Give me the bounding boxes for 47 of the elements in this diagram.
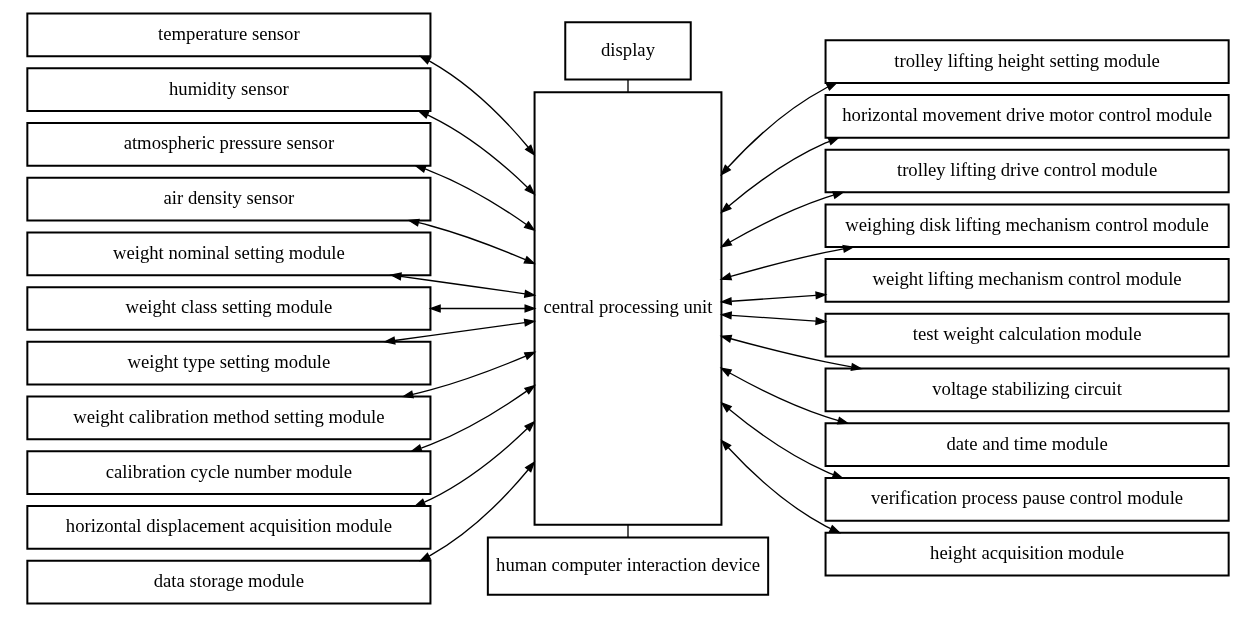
arrow bbox=[719, 367, 849, 425]
arrow bbox=[418, 55, 535, 157]
arrow bbox=[428, 304, 536, 313]
arrow bbox=[719, 334, 863, 371]
node-box: horizontal movement drive motor control module bbox=[824, 93, 1230, 139]
arrow bbox=[409, 384, 536, 453]
arrow bbox=[719, 401, 844, 479]
arrow bbox=[382, 318, 536, 345]
node-box: horizontal displacement acquisition module bbox=[25, 505, 431, 550]
node-box: display bbox=[563, 21, 692, 81]
node-box: height acquisition module bbox=[824, 531, 1230, 577]
node-box: human computer interaction device bbox=[486, 536, 769, 596]
arrow bbox=[719, 137, 840, 214]
node-box: air density sensor bbox=[25, 176, 431, 222]
arrow bbox=[719, 191, 845, 248]
arrow bbox=[400, 351, 536, 399]
arrow bbox=[388, 272, 536, 298]
node-box: data storage module bbox=[25, 559, 431, 605]
arrow bbox=[719, 291, 827, 306]
node-box: verification process pause control module bbox=[824, 477, 1230, 522]
arrow bbox=[719, 82, 838, 177]
arrow bbox=[406, 218, 536, 265]
connector bbox=[626, 79, 629, 93]
node-box: calibration cycle number module bbox=[25, 450, 431, 496]
arrow bbox=[418, 460, 535, 562]
node-box: weight class setting module bbox=[25, 286, 431, 331]
node-box: weight nominal setting module bbox=[25, 231, 431, 277]
node-box: temperature sensor bbox=[25, 12, 431, 58]
arrow bbox=[416, 110, 536, 196]
node-box: atmospheric pressure sensor bbox=[25, 121, 431, 167]
node-box: test weight calculation module bbox=[824, 312, 1230, 358]
node-box: weight lifting mechanism control module bbox=[824, 258, 1230, 303]
arrow bbox=[719, 244, 855, 281]
arrow bbox=[720, 439, 841, 534]
connector bbox=[626, 524, 629, 538]
node-box: humidity sensor bbox=[25, 67, 431, 112]
node-box: trolley lifting drive control module bbox=[824, 148, 1230, 194]
node-box: voltage stabilizing circuit bbox=[824, 367, 1230, 413]
node-box: weighing disk lifting mechanism control module bbox=[824, 203, 1230, 249]
node-box: trolley lifting height setting module bbox=[824, 39, 1230, 84]
node-box: weight type setting module bbox=[25, 340, 431, 386]
node-box: date and time module bbox=[824, 422, 1230, 467]
node-box: weight calibration method setting module bbox=[25, 395, 431, 441]
arrow bbox=[413, 420, 536, 507]
node-box: central processing unit bbox=[533, 91, 722, 526]
arrow bbox=[719, 311, 827, 326]
arrow bbox=[413, 165, 536, 232]
